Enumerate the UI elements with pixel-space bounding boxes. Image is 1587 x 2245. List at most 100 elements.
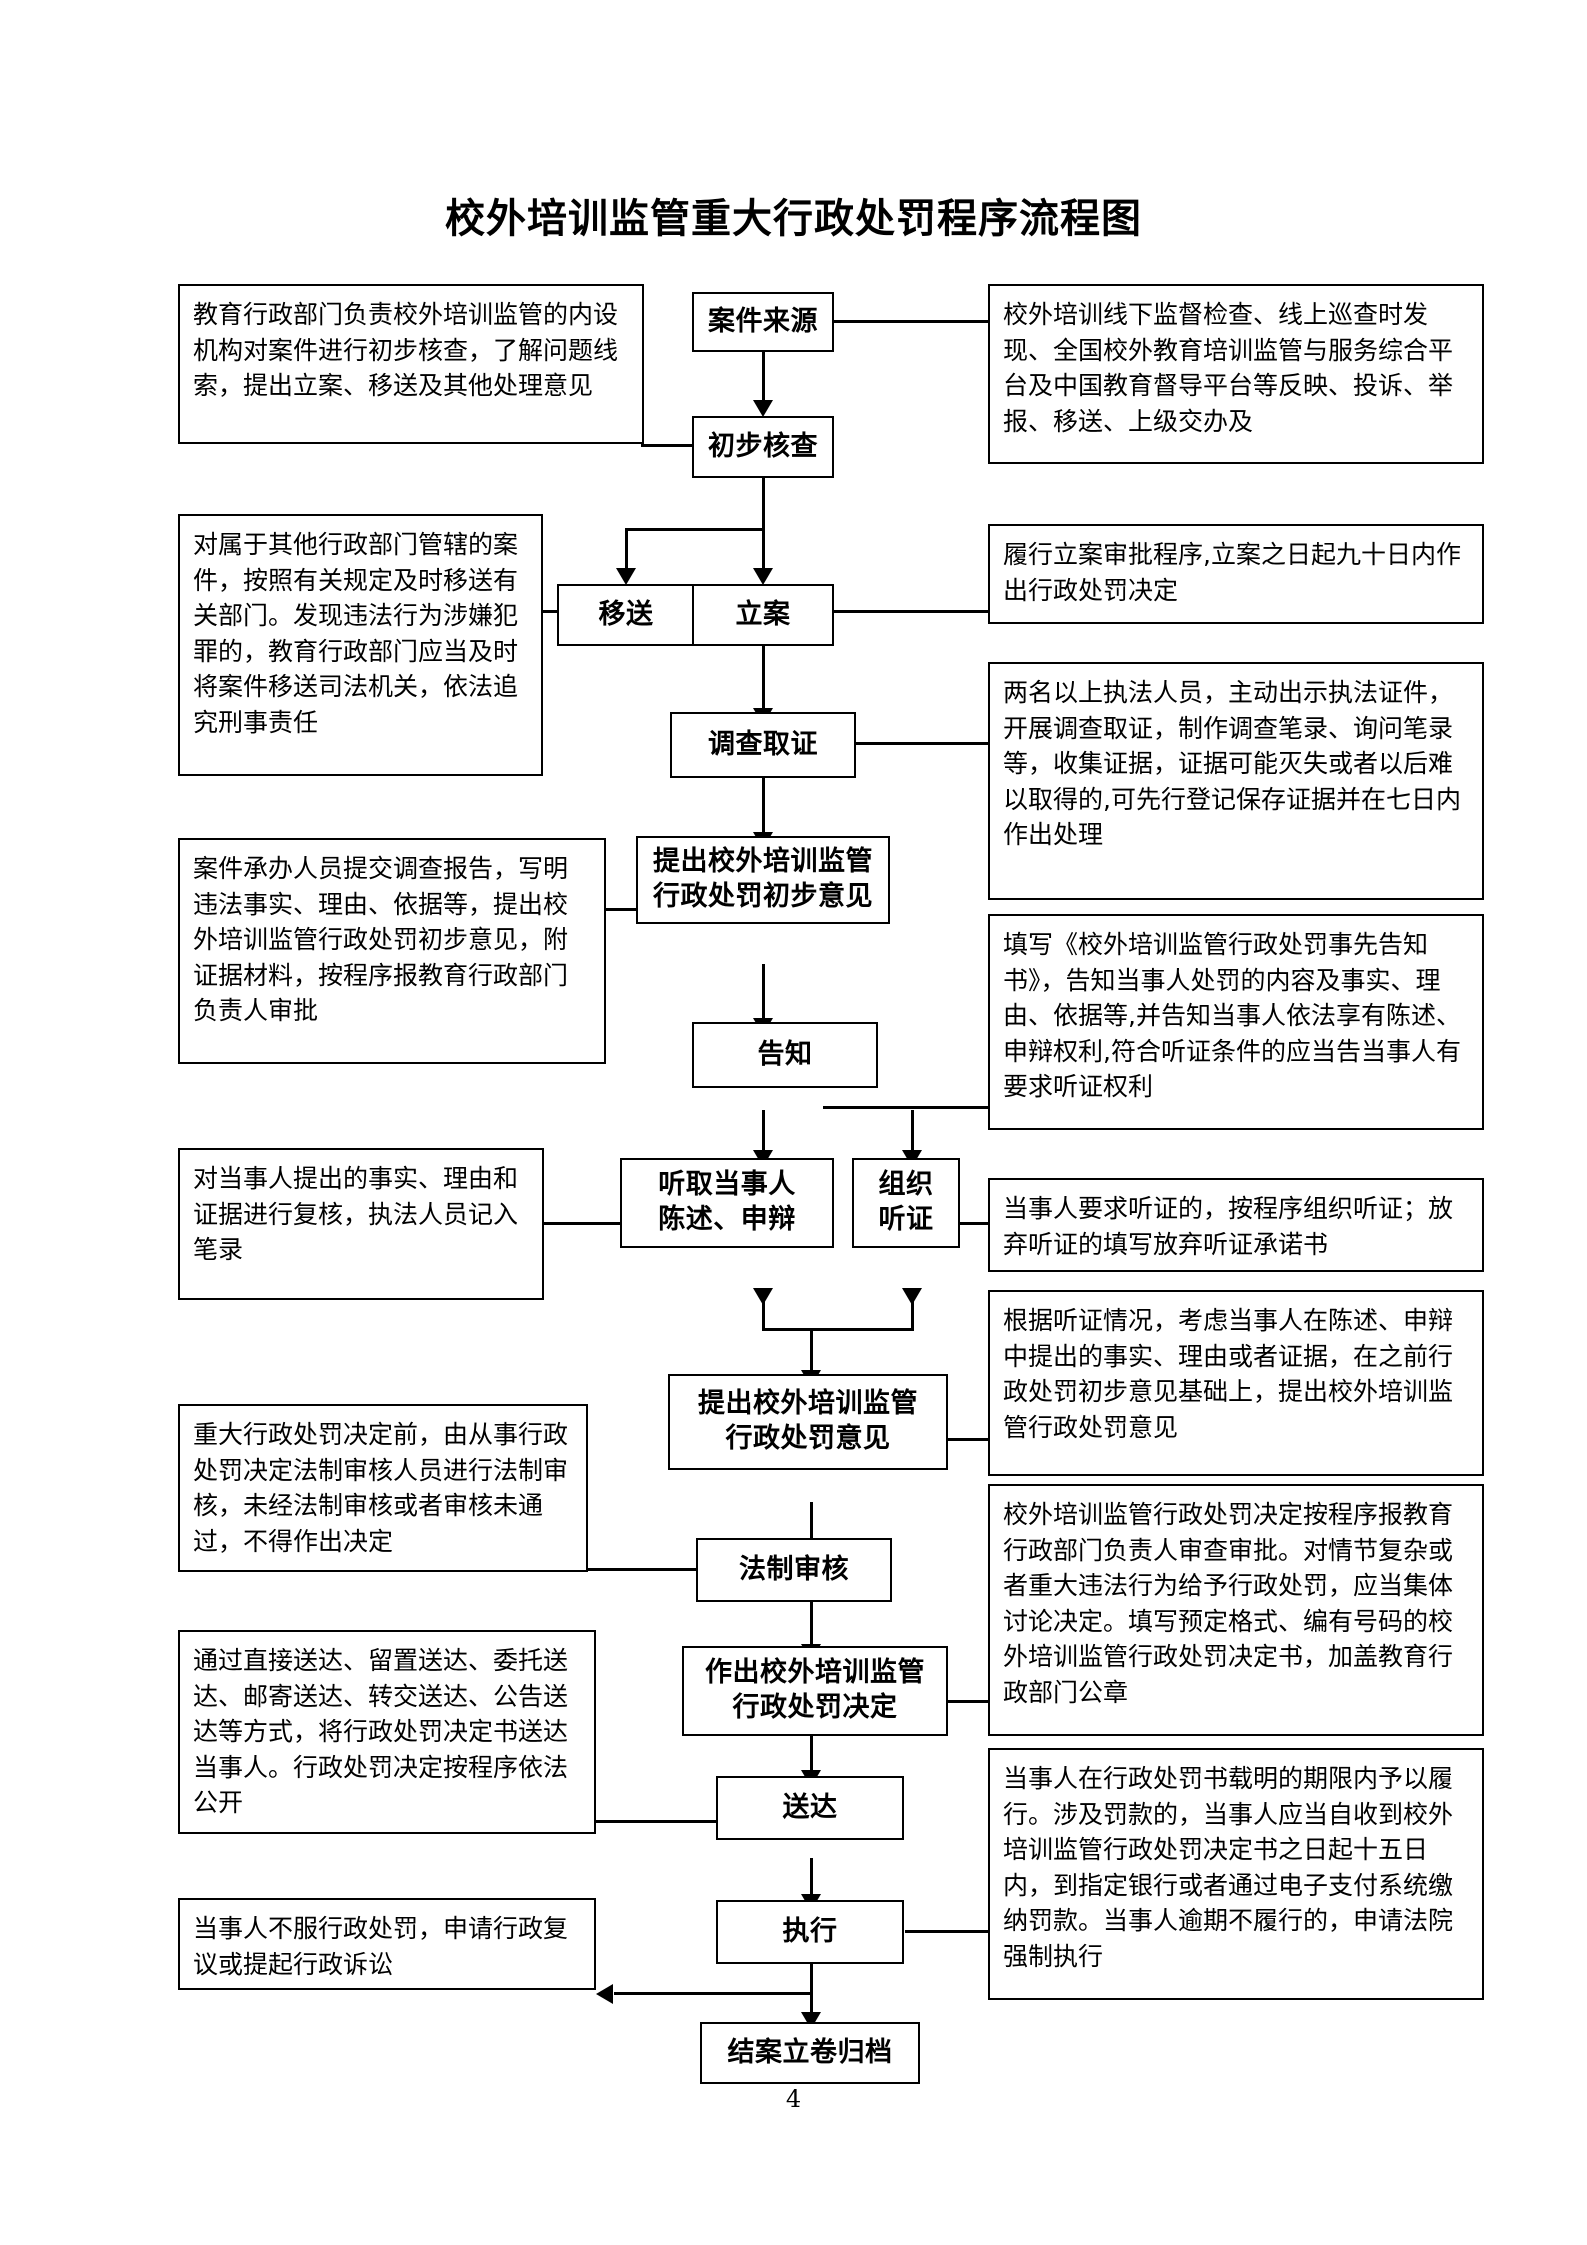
note-investigation-text: 两名以上执法人员，主动出示执法证件，开展调查取证，制作调查笔录、询问笔录等，收集… [1003,678,1461,849]
node-punishment-opinion-line1: 提出校外培训监管 [698,1388,918,1420]
node-legal-review-label: 法制审核 [739,1553,849,1585]
node-notify[interactable]: 告知 [692,1022,878,1088]
note-transfer-text: 对属于其他行政部门管辖的案件，按照有关规定及时移送有关部门。发现违法行为涉嫌犯罪… [193,530,519,737]
node-preliminary-opinion[interactable]: 提出校外培训监管 行政处罚初步意见 [636,836,890,924]
arrowhead-merge-left [753,1288,773,1305]
node-organize-hearing-line1: 组织 [878,1169,934,1201]
note-investigation: 两名以上执法人员，主动出示执法证件，开展调查取证，制作调查笔录、询问笔录等，收集… [988,662,1484,900]
node-case-source[interactable]: 案件来源 [692,292,834,352]
note-internal-org: 教育行政部门负责校外培训监管的内设机构对案件进行初步核查，了解问题线索，提出立案… [178,284,644,444]
connector-notify-down [762,1110,765,1158]
note-case-sources: 校外培训线下监督检查、线上巡查时发现、全国校外教育培训监管与服务综合平台及中国教… [988,284,1484,464]
arrowhead-merge-right [902,1288,922,1305]
note-hearing: 当事人要求听证的，按程序组织听证；放弃听证的填写放弃听证承诺书 [988,1178,1484,1272]
node-preliminary-review[interactable]: 初步核查 [692,416,834,478]
node-close-archive[interactable]: 结案立卷归档 [700,2022,920,2084]
node-make-decision[interactable]: 作出校外培训监管 行政处罚决定 [682,1646,948,1736]
note-serve: 通过直接送达、留置送达、委托送达、邮寄送达、转交送达、公告送达等方式，将行政处罚… [178,1630,596,1834]
arrowhead-appeal [596,1984,613,2004]
connector-review-split [625,528,765,531]
connector-investigation-to-opinion [762,778,765,836]
connector-punishment-to-legal [810,1502,813,1552]
node-case-source-label: 案件来源 [708,305,818,337]
connector-execute-to-note [905,1930,990,1933]
connector-review-to-transfer [625,528,628,572]
connector-note-to-preliminary-opinion [604,908,666,911]
connector-opinion-to-notify [762,964,765,1022]
note-serve-text: 通过直接送达、留置送达、委托送达、邮寄送达、转交送达、公告送达等方式，将行政处罚… [193,1646,569,1817]
note-appeal-text: 当事人不服行政处罚，申请行政复议或提起行政诉讼 [193,1914,569,1979]
page-title: 校外培训监管重大行政处罚程序流程图 [445,196,1142,242]
note-legal-review-text: 重大行政处罚决定前，由从事行政处罚决定法制审核人员进行法制审核，未经法制审核或者… [193,1420,569,1556]
node-make-decision-line2: 行政处罚决定 [732,1692,898,1723]
node-serve[interactable]: 送达 [716,1776,904,1840]
node-close-archive-label: 结案立卷归档 [727,2036,893,2068]
note-hear-statement-text: 对当事人提出的事实、理由和证据进行复核，执法人员记入笔录 [193,1164,519,1264]
connector-filecase-to-investigation [762,646,765,712]
connector-note-to-review [641,444,693,447]
note-file-case: 履行立案审批程序,立案之日起九十日内作出行政处罚决定 [988,524,1484,624]
connector-merge-to-punishment [810,1328,813,1374]
connector-review-to-filecase [762,528,765,572]
connector-decision-to-note [948,1700,990,1703]
node-transfer[interactable]: 移送 [557,584,695,646]
connector-serve-to-execute [810,1858,813,1900]
note-appeal: 当事人不服行政处罚，申请行政复议或提起行政诉讼 [178,1898,596,1990]
connector-execute-to-archive [810,1962,813,2018]
note-make-decision-text: 校外培训监管行政处罚决定按程序报教育行政部门负责人审查审批。对情节复杂或者重大违… [1003,1500,1454,1707]
connector-legal-to-decision [810,1602,813,1650]
note-execute: 当事人在行政处罚书载明的期限内予以履行。涉及罚款的，当事人应当自收到校外培训监管… [988,1748,1484,2000]
connector-merge-bar [762,1328,914,1331]
note-make-decision: 校外培训监管行政处罚决定按程序报教育行政部门负责人审查审批。对情节复杂或者重大违… [988,1484,1484,1736]
arrowhead-transfer [616,568,636,585]
note-hearing-text: 当事人要求听证的，按程序组织听证；放弃听证的填写放弃听证承诺书 [1003,1194,1454,1259]
connector-hearing-down [911,1288,914,1330]
connector-filecase-to-note [833,610,990,613]
node-transfer-label: 移送 [598,598,654,630]
node-file-case-label: 立案 [735,598,791,630]
note-transfer: 对属于其他行政部门管辖的案件，按照有关规定及时移送有关部门。发现违法行为涉嫌犯罪… [178,514,543,776]
connector-case-source-to-review [762,352,765,404]
note-execute-text: 当事人在行政处罚书载明的期限内予以履行。涉及罚款的，当事人应当自收到校外培训监管… [1003,1764,1454,1971]
node-investigation[interactable]: 调查取证 [670,712,856,778]
node-punishment-opinion[interactable]: 提出校外培训监管 行政处罚意见 [668,1374,948,1470]
node-make-decision-line1: 作出校外培训监管 [705,1657,925,1689]
connector-hear-statement-down [762,1288,765,1330]
connector-note-to-hear-statement [542,1222,642,1225]
note-punishment-opinion: 根据听证情况，考虑当事人在陈述、申辩中提出的事实、理由或者证据，在之前行政处罚初… [988,1290,1484,1476]
connector-punishment-to-note [945,1438,990,1441]
connector-investigation-to-note [833,742,990,745]
node-hear-statement-line2: 陈述、申辩 [658,1204,796,1235]
node-preliminary-opinion-line2: 行政处罚初步意见 [653,881,873,912]
node-preliminary-opinion-line1: 提出校外培训监管 [653,846,873,878]
node-execute-label: 执行 [782,1915,838,1947]
connector-hearing-to-note [959,1222,990,1225]
node-organize-hearing[interactable]: 组织 听证 [852,1158,960,1248]
arrowhead-review [753,400,773,417]
node-organize-hearing-line2: 听证 [878,1204,934,1235]
node-investigation-label: 调查取证 [708,728,818,760]
connector-note-to-legal-review [586,1568,696,1571]
note-notify: 填写《校外培训监管行政处罚事先告知书》，告知当事人处罚的内容及事实、理由、依据等… [988,914,1484,1130]
node-legal-review[interactable]: 法制审核 [696,1538,892,1602]
connector-notify-to-hearing [911,1110,914,1158]
note-internal-org-text: 教育行政部门负责校外培训监管的内设机构对案件进行初步核查，了解问题线索，提出立案… [193,300,619,400]
note-case-sources-text: 校外培训线下监督检查、线上巡查时发现、全国校外教育培训监管与服务综合平台及中国教… [1003,300,1454,436]
page-number: 4 [785,2085,802,2113]
note-hear-statement: 对当事人提出的事实、理由和证据进行复核，执法人员记入笔录 [178,1148,544,1300]
node-serve-label: 送达 [782,1791,838,1823]
connector-execute-to-appeal [614,1992,812,1995]
connector-case-source-to-note [833,320,990,323]
node-punishment-opinion-line2: 行政处罚意见 [725,1423,891,1454]
node-execute[interactable]: 执行 [716,1900,904,1964]
note-notify-text: 填写《校外培训监管行政处罚事先告知书》，告知当事人处罚的内容及事实、理由、依据等… [1003,930,1461,1101]
note-punishment-opinion-text: 根据听证情况，考虑当事人在陈述、申辩中提出的事实、理由或者证据，在之前行政处罚初… [1003,1306,1454,1442]
note-legal-review: 重大行政处罚决定前，由从事行政处罚决定法制审核人员进行法制审核，未经法制审核或者… [178,1404,588,1572]
arrowhead-file-case [753,568,773,585]
connector-decision-to-serve [810,1734,813,1776]
node-notify-label: 告知 [757,1038,813,1070]
note-preliminary-opinion-text: 案件承办人员提交调查报告，写明违法事实、理由、依据等，提出校外培训监管行政处罚初… [193,854,569,1025]
node-file-case[interactable]: 立案 [692,584,834,646]
node-hear-statement[interactable]: 听取当事人 陈述、申辩 [620,1158,834,1248]
